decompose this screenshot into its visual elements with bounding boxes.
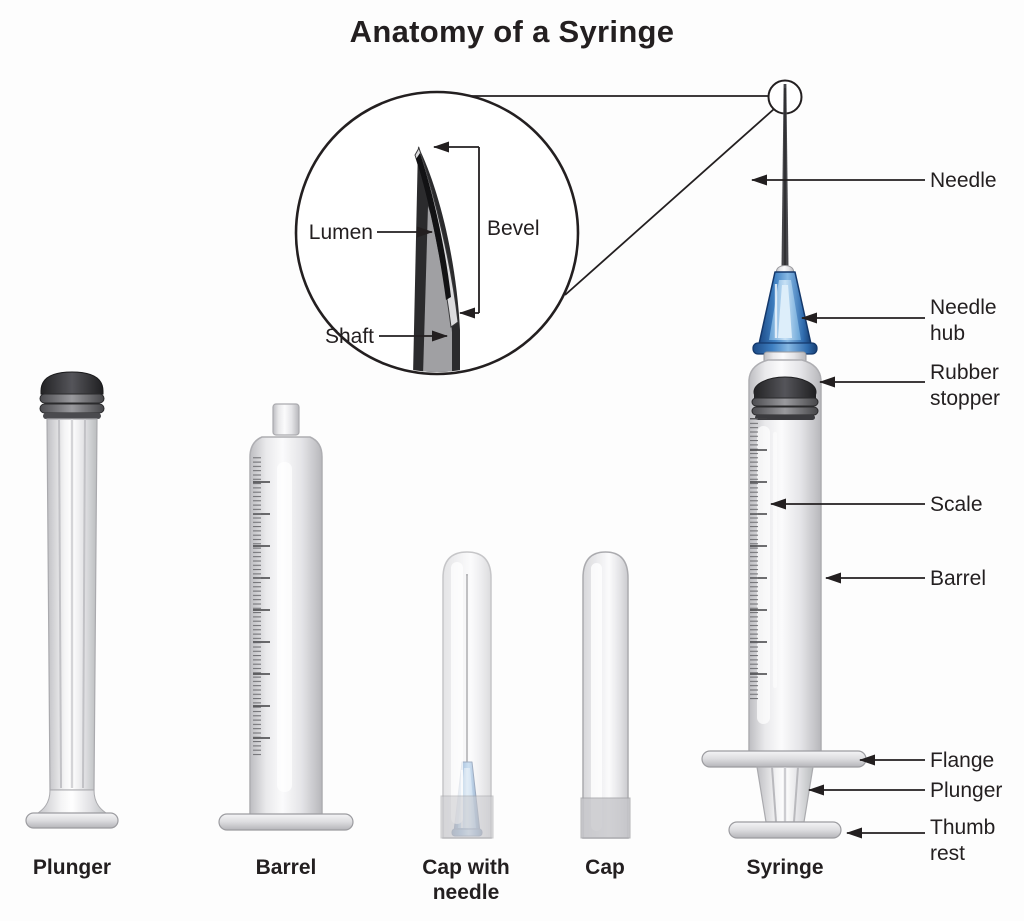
needle-hub xyxy=(752,271,818,366)
barrel-scale xyxy=(253,456,270,758)
label-needle-hub: Needle hub xyxy=(930,296,997,345)
label-needle: Needle xyxy=(930,169,997,192)
plunger-illustration xyxy=(25,371,119,829)
syringe-plunger-rod xyxy=(756,766,814,823)
needle-tip-illustration xyxy=(413,146,460,372)
syringe-thumb-rest xyxy=(728,821,842,839)
rubber-stopper xyxy=(751,376,819,420)
label-scale: Scale xyxy=(930,493,983,516)
label-rubber-stopper: Rubber stopper xyxy=(930,361,1001,410)
magnifier-link-lines xyxy=(470,95,775,296)
page-title: Anatomy of a Syringe xyxy=(349,14,675,49)
caption-plunger: Plunger xyxy=(32,856,112,879)
assembled-syringe-illustration xyxy=(701,84,867,839)
caption-cap-with-needle: Cap with needle xyxy=(422,856,510,904)
label-barrel: Barrel xyxy=(930,567,987,590)
inset-leader-arrows xyxy=(377,226,448,342)
cap-with-needle-illustration xyxy=(440,551,494,839)
caption-syringe: Syringe xyxy=(746,856,824,879)
syringe-flange xyxy=(701,750,867,768)
label-bevel: Bevel xyxy=(487,217,540,240)
caption-barrel: Barrel xyxy=(255,856,317,879)
magnifier-inset xyxy=(294,90,580,376)
bevel-bracket xyxy=(433,141,480,319)
label-shaft: Shaft xyxy=(324,325,374,348)
label-plunger: Plunger xyxy=(930,779,1003,802)
label-flange: Flange xyxy=(930,749,995,772)
cap-illustration xyxy=(580,551,631,839)
barrel-illustration xyxy=(218,403,354,831)
caption-cap: Cap xyxy=(585,856,625,879)
syringe-scale xyxy=(750,418,767,702)
part-leader-arrows xyxy=(751,174,925,839)
label-lumen: Lumen xyxy=(308,221,373,244)
label-thumb-rest: Thumb rest xyxy=(930,816,996,865)
